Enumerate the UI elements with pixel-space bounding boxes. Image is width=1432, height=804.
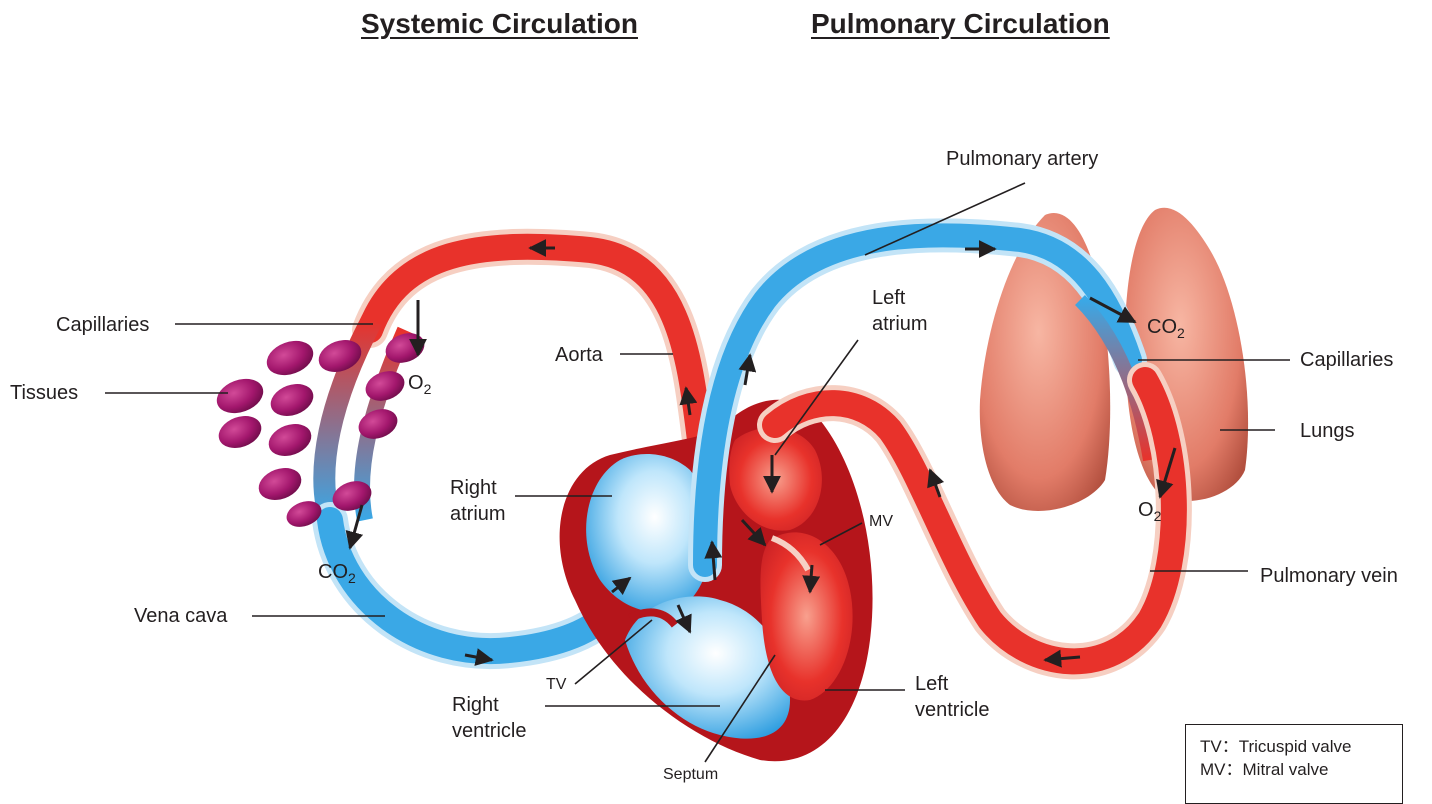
label-septum: Septum <box>663 766 718 784</box>
label-left-ventricle: Left ventricle <box>915 671 989 723</box>
legend-box: TV：Tricuspid valve MV：Mitral valve <box>1185 724 1403 804</box>
label-lungs: Lungs <box>1300 418 1355 444</box>
label-co2-tissue: CO2 <box>318 561 356 586</box>
label-pulmonary-artery: Pulmonary artery <box>946 146 1098 172</box>
label-pulmonary-vein: Pulmonary vein <box>1260 563 1398 589</box>
label-capillaries-systemic: Capillaries <box>56 312 149 338</box>
label-co2-lung: CO2 <box>1147 316 1185 341</box>
label-aorta: Aorta <box>555 342 603 368</box>
label-o2-tissue: O2 <box>408 372 431 397</box>
label-vena-cava: Vena cava <box>134 603 227 629</box>
legend-tv: TV：Tricuspid valve <box>1200 735 1402 758</box>
label-tissues: Tissues <box>10 380 78 406</box>
label-capillaries-pulmonary: Capillaries <box>1300 347 1393 373</box>
label-o2-lung: O2 <box>1138 499 1161 524</box>
label-tv: TV <box>546 676 566 694</box>
arrow-left-ventricle-down <box>810 565 812 592</box>
label-right-ventricle: Right ventricle <box>452 692 526 744</box>
label-right-atrium: Right atrium <box>450 475 506 527</box>
label-mv: MV <box>869 513 893 531</box>
label-left-atrium: Left atrium <box>872 285 928 337</box>
legend-mv: MV：Mitral valve <box>1200 758 1402 781</box>
